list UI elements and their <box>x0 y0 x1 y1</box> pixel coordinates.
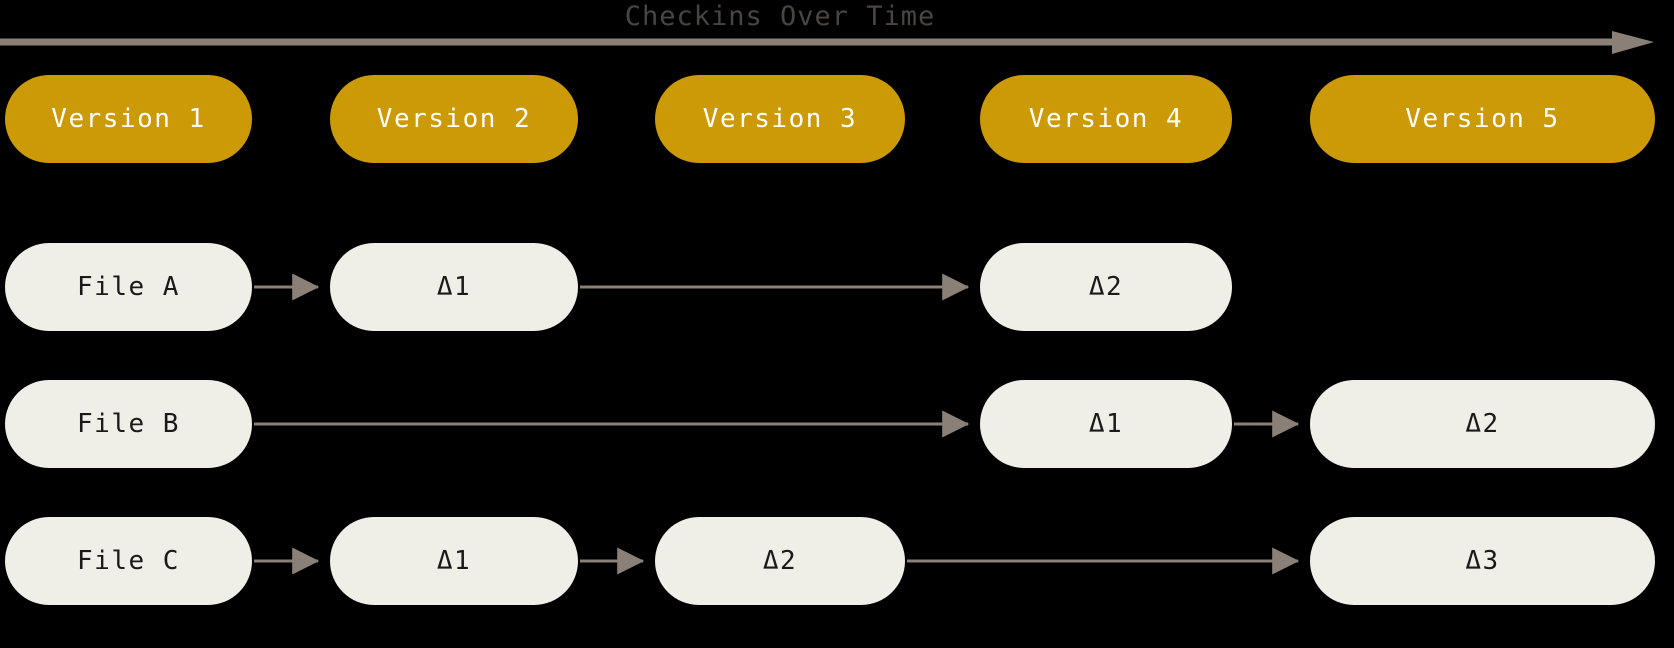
delta-label-a-v4: Δ2 <box>1088 272 1124 302</box>
version-pill-1[interactable]: Version 1 <box>5 75 252 163</box>
delta-label-c-v5: Δ3 <box>1465 546 1500 576</box>
file-label-b: File B <box>77 409 180 439</box>
delta-pill-c-v5[interactable]: Δ3 <box>1310 517 1655 605</box>
diagram-title: Checkins Over Time <box>624 1 936 32</box>
version-pill-5[interactable]: Version 5 <box>1310 75 1655 163</box>
file-pill-c-name[interactable]: File C <box>5 517 252 605</box>
file-row-c: File C Δ1 Δ2 Δ3 <box>0 517 1674 605</box>
version-label-5: Version 5 <box>1405 104 1560 134</box>
delta-pill-b-v4[interactable]: Δ1 <box>980 380 1232 468</box>
file-pill-a-name[interactable]: File A <box>5 243 252 331</box>
delta-label-b-v4: Δ1 <box>1088 409 1124 439</box>
version-label-2: Version 2 <box>376 104 532 134</box>
version-label-3: Version 3 <box>702 104 858 134</box>
delta-pill-a-v2[interactable]: Δ1 <box>330 243 578 331</box>
timeline-axis <box>0 31 1654 54</box>
delta-pill-c-v3[interactable]: Δ2 <box>655 517 905 605</box>
file-label-c: File C <box>77 546 180 576</box>
version-pill-2[interactable]: Version 2 <box>330 75 578 163</box>
file-label-a: File A <box>77 272 180 302</box>
version-label-4: Version 4 <box>1028 104 1184 134</box>
delta-pill-a-v4[interactable]: Δ2 <box>980 243 1232 331</box>
delta-label-c-v3: Δ2 <box>762 546 798 576</box>
arrow-right-icon <box>1612 31 1654 54</box>
delta-pill-b-v5[interactable]: Δ2 <box>1310 380 1655 468</box>
delta-label-c-v2: Δ1 <box>436 546 472 576</box>
version-label-1: Version 1 <box>51 104 206 134</box>
delta-label-b-v5: Δ2 <box>1465 409 1500 439</box>
delta-pill-c-v2[interactable]: Δ1 <box>330 517 578 605</box>
version-pill-3[interactable]: Version 3 <box>655 75 905 163</box>
file-row-b: File B Δ1 Δ2 <box>0 380 1674 468</box>
delta-label-a-v2: Δ1 <box>436 272 472 302</box>
version-pill-4[interactable]: Version 4 <box>980 75 1232 163</box>
file-row-a: File A Δ1 Δ2 <box>0 243 1674 331</box>
version-lane: Version 1 Version 2 Version 3 Version 4 … <box>0 75 1674 163</box>
file-pill-b-name[interactable]: File B <box>5 380 252 468</box>
